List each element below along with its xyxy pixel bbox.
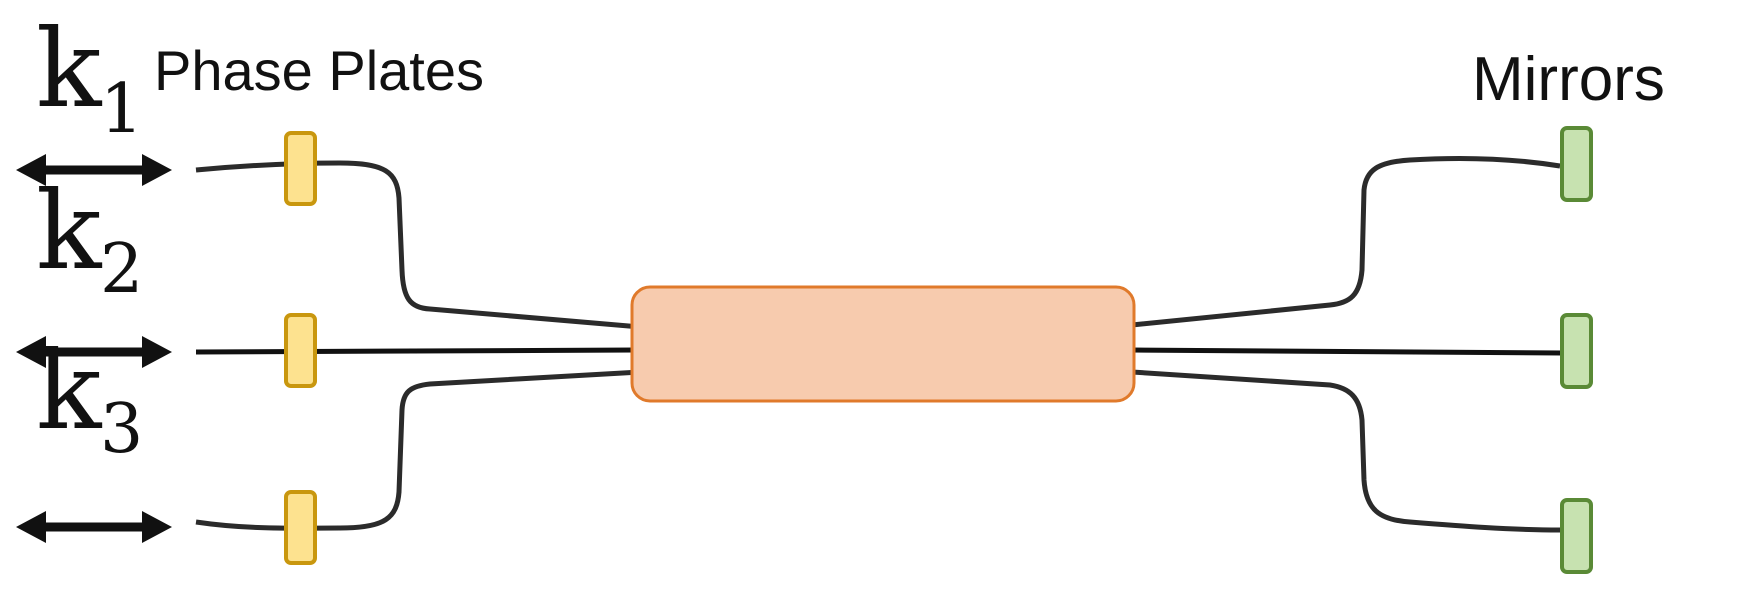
waveguide-2-right — [1131, 347, 1563, 356]
mirror-3 — [1560, 498, 1593, 574]
double-arrow-icon-1 — [16, 154, 172, 186]
double-arrow-icon-2 — [16, 336, 172, 368]
waveguide-2-left — [195, 347, 641, 355]
port-subscript-3: 3 — [100, 390, 143, 469]
phase-plate-3 — [284, 490, 317, 565]
mirror-2 — [1560, 313, 1593, 389]
double-arrow-icon-3 — [16, 511, 172, 543]
port-symbol-k1: k — [36, 7, 103, 132]
phase-plates-label: Phase Plates — [154, 39, 484, 102]
port-subscript-1: 1 — [100, 70, 143, 149]
port-symbol-k2: k — [36, 169, 103, 294]
port-subscript-2: 2 — [100, 230, 143, 309]
waveguide-3-right — [1131, 369, 1561, 533]
phase-plate-2 — [284, 313, 317, 388]
waveguide-3-left — [195, 369, 641, 531]
waveguide-1-right — [1131, 155, 1561, 328]
port-label-k2: k 2 — [36, 169, 143, 309]
coupler-block — [630, 285, 1136, 403]
mirror-1 — [1560, 126, 1593, 202]
mirrors-label: Mirrors — [1472, 45, 1665, 114]
waveguide-1-left — [195, 160, 641, 330]
port-label-k1: k 1 — [36, 7, 143, 149]
phase-plate-1 — [284, 131, 317, 206]
